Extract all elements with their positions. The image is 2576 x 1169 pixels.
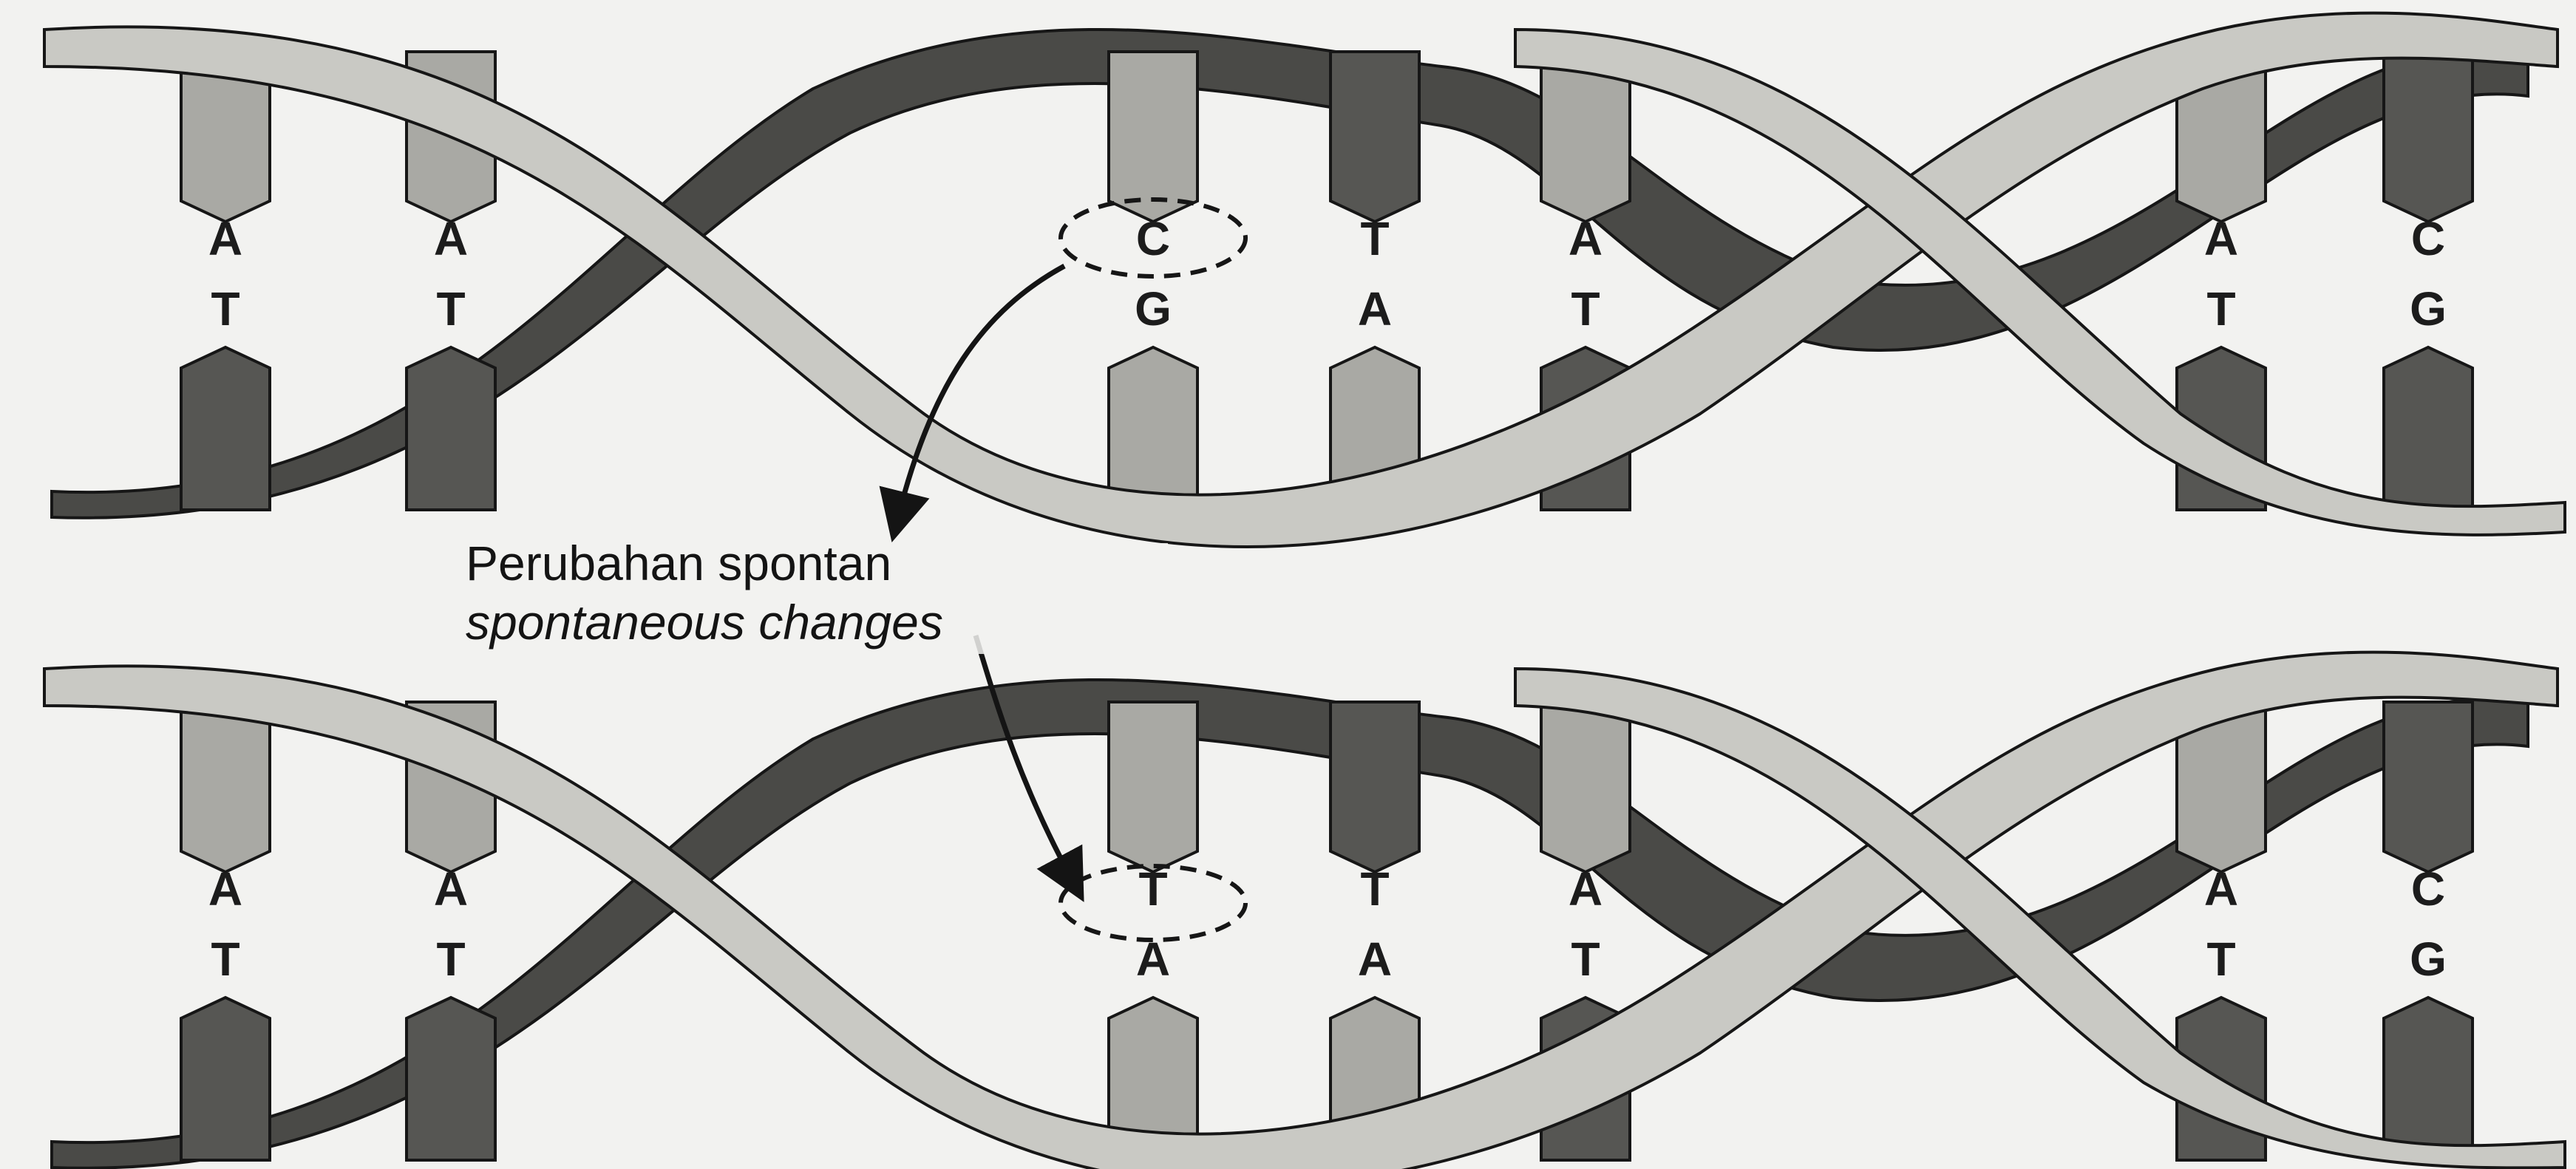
- base-block-top: [1109, 702, 1197, 872]
- base-letter-bottom: T: [436, 933, 465, 986]
- base-block-bottom: [407, 347, 495, 510]
- base-block-bottom: [181, 998, 270, 1160]
- base-letter-bottom: G: [1135, 282, 1172, 335]
- base-block-bottom: [2384, 347, 2473, 510]
- base-letter-bottom: T: [2206, 933, 2235, 986]
- base-letter-top: T: [1138, 862, 1167, 916]
- base-letter-bottom: G: [2410, 933, 2447, 986]
- base-block-bottom: [2384, 998, 2473, 1160]
- base-letter-bottom: T: [1571, 282, 1600, 335]
- base-letter-bottom: T: [436, 282, 465, 335]
- base-letter-top: T: [1360, 212, 1389, 265]
- caption-line-1: Perubahan spontan: [466, 536, 891, 590]
- base-letter-top: A: [434, 862, 468, 916]
- base-block-top: [1109, 52, 1197, 222]
- base-letter-bottom: T: [211, 282, 239, 335]
- base-letter-bottom: G: [2410, 282, 2447, 335]
- base-block-bottom: [181, 347, 270, 510]
- base-letter-top: T: [1360, 862, 1389, 916]
- base-letter-top: A: [208, 862, 242, 916]
- base-letter-top: A: [1569, 862, 1603, 916]
- base-letter-top: A: [1569, 212, 1603, 265]
- caption-line-2: spontaneous changes: [466, 595, 943, 650]
- base-letter-top: A: [208, 212, 242, 265]
- base-letter-bottom: A: [1358, 282, 1392, 335]
- base-block-bottom: [1109, 347, 1197, 510]
- base-block-bottom: [407, 998, 495, 1160]
- base-block-top: [1331, 702, 1419, 872]
- base-block-top: [1541, 702, 1630, 872]
- base-letter-bottom: A: [1358, 933, 1392, 986]
- base-letter-bottom: T: [2206, 282, 2235, 335]
- base-letter-top: C: [2411, 862, 2445, 916]
- base-letter-bottom: T: [1571, 933, 1600, 986]
- base-letter-top: A: [2204, 862, 2238, 916]
- base-letter-bottom: T: [211, 933, 239, 986]
- base-block-top: [181, 702, 270, 872]
- base-block-top: [2384, 702, 2473, 872]
- base-letter-top: A: [2204, 212, 2238, 265]
- base-letter-top: C: [1136, 212, 1170, 265]
- base-letter-top: A: [434, 212, 468, 265]
- base-block-top: [2384, 52, 2473, 222]
- base-letter-top: C: [2411, 212, 2445, 265]
- base-block-top: [1331, 52, 1419, 222]
- arrow-to-mutated-base: [976, 635, 1072, 879]
